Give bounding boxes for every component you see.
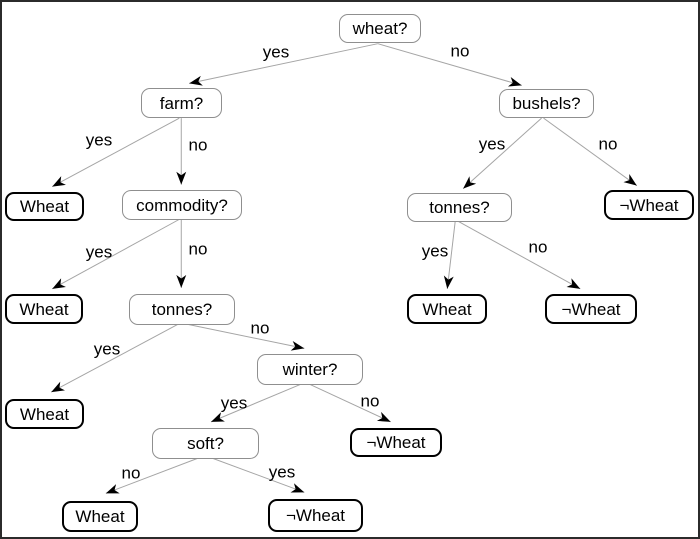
edge-winter-notwheat-winter-no [307, 382, 391, 423]
leaf-node-wheat-tonnesr-yes: Wheat [407, 294, 487, 324]
edge-tonnes-right-wheat-tonnesr-yes [443, 221, 456, 289]
edge-label-winter-yes: yes [220, 393, 248, 413]
node-label: Wheat [75, 507, 125, 526]
question-node-tonnes-right: tonnes? [407, 193, 512, 222]
edge-bushels-notwheat-bushels-no [543, 117, 638, 187]
leaf-node-wheat-farm-yes: Wheat [5, 192, 84, 221]
node-label: Wheat [19, 299, 69, 319]
question-node-tonnes-left: tonnes? [129, 294, 235, 325]
question-node-bushels: bushels? [499, 89, 594, 118]
question-node-wheat: wheat? [339, 14, 421, 43]
edge-label-tonnes-left-no: no [250, 318, 270, 338]
edge-label-commodity-no: no [188, 239, 208, 259]
edge-label-winter-no: no [360, 391, 380, 411]
edge-winter-soft [210, 382, 304, 423]
node-label: Wheat [19, 197, 70, 216]
node-label: ¬Wheat [366, 433, 426, 452]
edge-bushels-tonnes-right [462, 117, 542, 189]
node-label: ¬Wheat [619, 195, 679, 215]
edge-farm-wheat-farm-yes [51, 117, 180, 188]
leaf-node-notwheat-winter-no: ¬Wheat [350, 428, 442, 457]
question-node-soft: soft? [152, 428, 259, 459]
edge-wheat-farm [189, 43, 378, 86]
edge-label-wheat-yes: yes [262, 42, 290, 62]
question-node-winter: winter? [257, 354, 363, 385]
edge-label-wheat-no: no [450, 41, 470, 61]
node-label: commodity? [136, 195, 228, 215]
node-label: ¬Wheat [285, 506, 346, 525]
leaf-node-wheat-tonnesl-yes: Wheat [5, 399, 84, 429]
leaf-node-notwheat-soft-yes: ¬Wheat [268, 499, 363, 532]
edge-tonnes-left-winter [184, 323, 305, 351]
edge-label-soft-no: no [121, 463, 141, 483]
node-label: wheat? [352, 19, 408, 38]
node-label: bushels? [512, 94, 581, 113]
edge-label-bushels-no: no [598, 134, 618, 154]
edge-commodity-wheat-commodity-yes [51, 218, 180, 290]
leaf-node-notwheat-bushels-no: ¬Wheat [604, 190, 694, 220]
edge-label-commodity-yes: yes [85, 242, 113, 262]
edge-label-farm-yes: yes [85, 130, 113, 150]
edge-label-soft-yes: yes [268, 462, 296, 482]
edge-label-tonnes-right-no: no [528, 237, 548, 257]
node-label: tonnes? [429, 198, 490, 217]
edge-wheat-bushels [377, 43, 522, 87]
edge-tonnes-right-notwheat-tonnesr-no [457, 220, 581, 290]
question-node-farm: farm? [141, 88, 222, 118]
edge-lines-group [50, 43, 638, 494]
edge-tonnes-left-wheat-tonnesl-yes [50, 323, 180, 393]
edge-label-bushels-yes: yes [478, 134, 506, 154]
leaf-node-wheat-soft-no: Wheat [62, 501, 138, 532]
edge-label-tonnes-left-yes: yes [93, 339, 121, 359]
edge-soft-wheat-soft-no [105, 456, 203, 494]
leaf-node-wheat-commodity-yes: Wheat [5, 294, 83, 324]
node-label: Wheat [19, 404, 70, 424]
node-label: Wheat [422, 299, 472, 319]
leaf-node-notwheat-tonnesr-no: ¬Wheat [545, 294, 637, 324]
node-label: ¬Wheat [561, 299, 621, 319]
node-label: winter? [282, 360, 338, 379]
edge-label-farm-no: no [188, 135, 208, 155]
node-label: soft? [187, 434, 224, 453]
question-node-commodity: commodity? [122, 190, 242, 220]
node-label: tonnes? [151, 300, 213, 319]
edge-soft-notwheat-soft-yes [207, 456, 305, 493]
node-label: farm? [159, 93, 204, 113]
edge-label-tonnes-right-yes: yes [421, 241, 449, 261]
